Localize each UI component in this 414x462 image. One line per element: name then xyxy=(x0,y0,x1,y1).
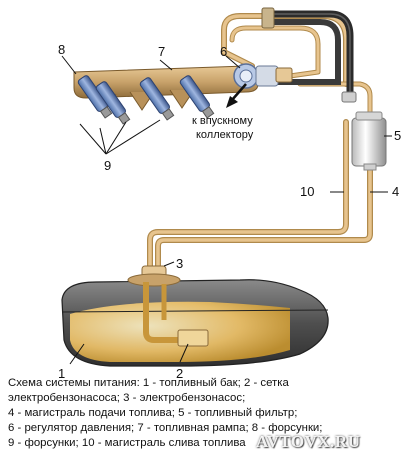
dark-hoses xyxy=(261,7,357,103)
figure-caption: Схема системы питания: 1 - топливный бак… xyxy=(8,376,412,451)
leader-lines xyxy=(61,55,392,365)
caption-line-1: Схема системы питания: 1 - топливный бак… xyxy=(8,377,289,389)
fuel-lines xyxy=(147,13,373,275)
callout-2: 2 xyxy=(176,366,183,381)
caption-line-4: 6 - регулятор давления; 7 - топливная ра… xyxy=(8,422,323,434)
intake-note-line-2: коллектору xyxy=(196,129,254,141)
fuel-filter xyxy=(351,111,387,171)
watermark: AVTOVX.RU xyxy=(256,432,361,451)
pressure-regulator xyxy=(233,63,293,89)
callout-3: 3 xyxy=(176,256,183,271)
callout-10: 10 xyxy=(300,184,314,199)
caption-line-2: электробензонасоса; 3 - электробензонасо… xyxy=(8,392,246,404)
injectors xyxy=(77,75,215,125)
callout-7: 7 xyxy=(158,44,165,59)
callout-6: 6 xyxy=(220,44,227,59)
intake-arrow xyxy=(226,83,247,108)
callout-9: 9 xyxy=(104,158,111,173)
fuel-system-diagram: 1 2 3 4 5 6 7 8 9 10 к впускному коллект… xyxy=(58,7,401,381)
intake-note-line-1: к впускному xyxy=(192,115,253,127)
caption-line-5: 9 - форсунки; 10 - магистраль слива топл… xyxy=(8,437,246,449)
caption-line-3: 4 - магистраль подачи топлива; 5 - топли… xyxy=(8,407,298,419)
callout-1: 1 xyxy=(58,366,65,381)
callout-4: 4 xyxy=(392,184,399,199)
fuel-tank xyxy=(61,265,329,367)
callout-8: 8 xyxy=(58,42,65,57)
callout-5: 5 xyxy=(394,128,401,143)
